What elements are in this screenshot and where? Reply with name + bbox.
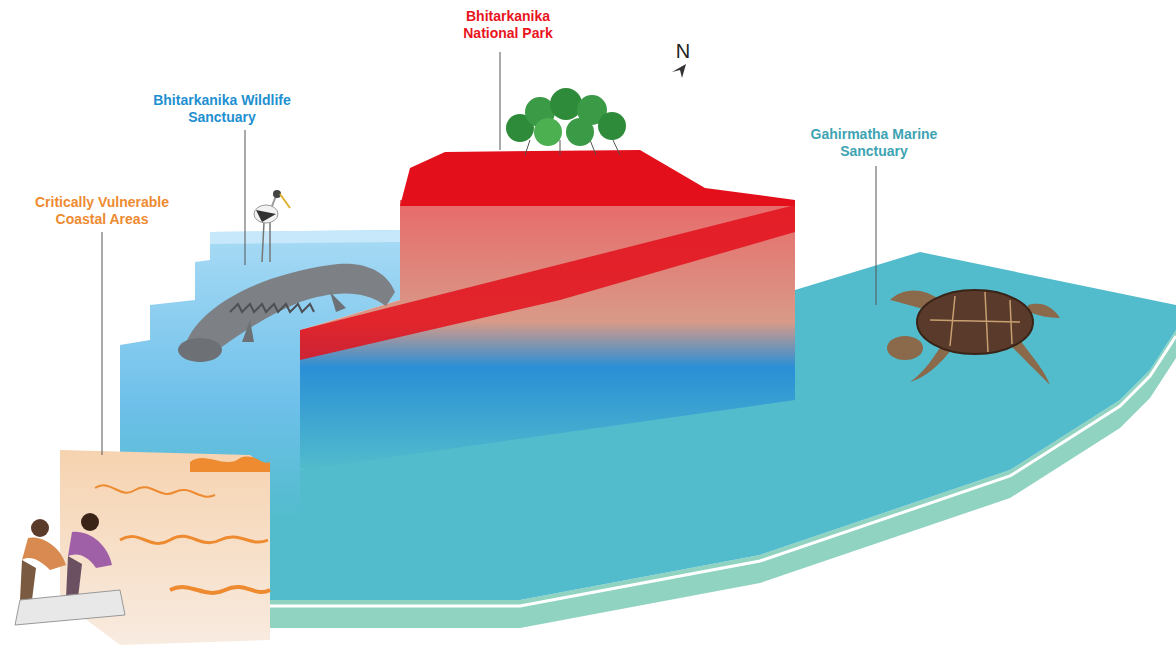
person-legs bbox=[66, 556, 82, 598]
fishers bbox=[15, 513, 125, 625]
leader-line bbox=[245, 130, 246, 265]
turtle-flipper bbox=[1010, 340, 1050, 385]
crocodile-leg bbox=[330, 292, 346, 312]
turtle-shell bbox=[917, 290, 1033, 354]
leaf bbox=[534, 118, 562, 146]
wildlife-sanctuary-top bbox=[210, 230, 400, 244]
national-park-front bbox=[300, 200, 795, 470]
person-head bbox=[31, 519, 49, 537]
fishing-net bbox=[15, 590, 125, 625]
stork-beak bbox=[280, 194, 290, 208]
person-legs bbox=[20, 560, 36, 600]
north-label: N bbox=[670, 40, 696, 62]
turtle-head bbox=[887, 336, 923, 360]
stork-wing bbox=[256, 210, 276, 222]
person-head bbox=[81, 513, 99, 531]
stork-leg bbox=[262, 222, 264, 262]
coast-line bbox=[95, 485, 215, 496]
stork-leg bbox=[269, 222, 271, 262]
coast-line bbox=[120, 536, 268, 543]
crocodile-ridge bbox=[230, 304, 314, 312]
national-park-top bbox=[400, 150, 795, 206]
turtle-scutes bbox=[930, 292, 1020, 352]
stork-head bbox=[273, 190, 281, 198]
area-label: Bhitarkanika National Park bbox=[440, 8, 576, 42]
coast-line bbox=[190, 456, 270, 472]
root bbox=[560, 140, 561, 155]
area-label: Bhitarkanika Wildlife Sanctuary bbox=[150, 92, 294, 126]
leaf bbox=[550, 88, 582, 120]
stork-body bbox=[254, 205, 278, 223]
leaf bbox=[566, 118, 594, 146]
leader-line bbox=[500, 52, 501, 150]
root bbox=[525, 140, 530, 155]
crocodile-head bbox=[178, 338, 222, 362]
area-label: Critically Vulnerable Coastal Areas bbox=[18, 194, 186, 228]
root bbox=[612, 138, 620, 155]
root bbox=[590, 140, 596, 155]
leaf bbox=[598, 112, 626, 140]
turtle bbox=[887, 290, 1060, 385]
crocodile bbox=[178, 264, 395, 362]
crocodile-leg bbox=[242, 320, 254, 342]
north-arrow bbox=[672, 64, 686, 78]
area-label: Gahirmatha Marine Sanctuary bbox=[796, 126, 952, 160]
leader-line bbox=[876, 166, 877, 305]
coast-line bbox=[170, 587, 270, 593]
mangrove-tree bbox=[506, 88, 626, 155]
stork bbox=[254, 190, 290, 262]
leader-line bbox=[102, 232, 103, 455]
